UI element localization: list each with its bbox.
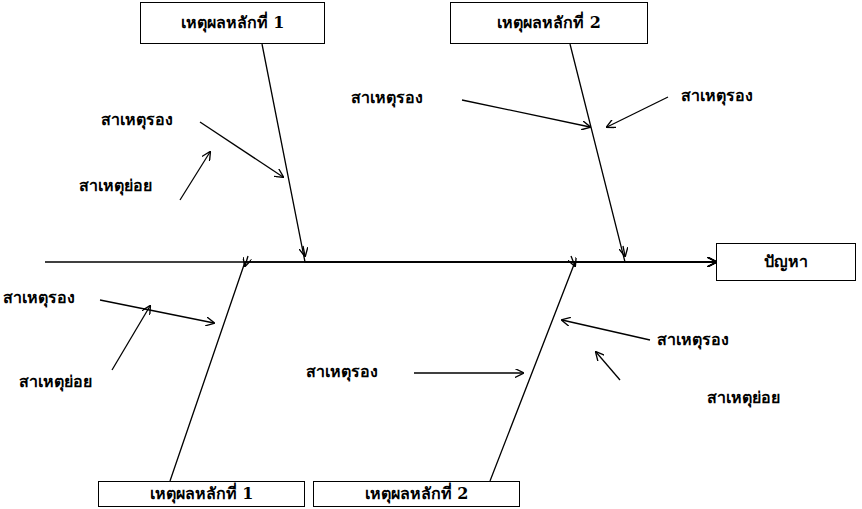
- problem-box: ปัญหา: [716, 243, 856, 281]
- box-text: ปัญหา: [764, 252, 808, 271]
- cause-arrows: [100, 97, 668, 380]
- cause-label: สาเหตุรอง: [2, 288, 76, 307]
- cause-label: สาเหตุย่อย: [78, 176, 153, 195]
- main-cause-box: เหตุผลหลักที่ 2: [313, 481, 520, 507]
- box-text: เหตุผลหลักที่ 2: [497, 13, 601, 32]
- cause-label: สาเหตุรอง: [350, 88, 424, 107]
- cause-label: สาเหตุย่อย: [706, 388, 781, 407]
- main-cause-box: เหตุผลหลักที่ 1: [98, 481, 305, 507]
- main-bone-arrow: [262, 44, 716, 262]
- cause-label: สาเหตุรอง: [656, 330, 730, 349]
- main-bone-arrow: [170, 262, 716, 481]
- main-bone-arrow: [490, 262, 716, 481]
- main-bone-arrow: [570, 44, 716, 262]
- main-cause-box: เหตุผลหลักที่ 1: [140, 2, 325, 44]
- cause-label: สาเหตุรอง: [100, 110, 174, 129]
- cause-label: สาเหตุรอง: [680, 86, 754, 105]
- cause-label: สาเหตุรอง: [305, 362, 379, 381]
- box-text: เหตุผลหลักที่ 2: [365, 484, 469, 503]
- box-text: เหตุผลหลักที่ 1: [150, 484, 254, 503]
- main-cause-box: เหตุผลหลักที่ 2: [450, 2, 648, 44]
- cause-label: สาเหตุย่อย: [18, 372, 93, 391]
- box-text: เหตุผลหลักที่ 1: [181, 13, 285, 32]
